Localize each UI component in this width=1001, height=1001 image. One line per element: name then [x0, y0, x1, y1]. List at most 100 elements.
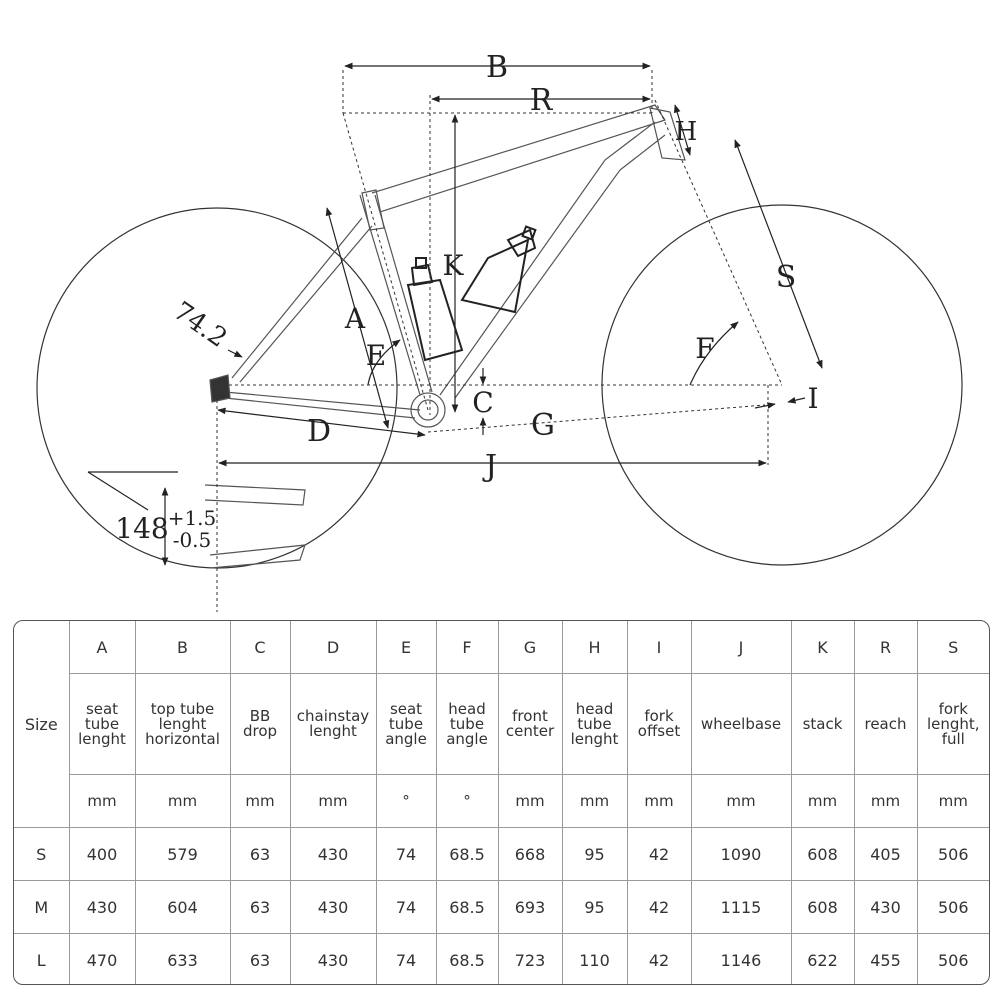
value-cell: 74	[375, 880, 437, 934]
axle-tol-plus: +1.5	[168, 506, 217, 530]
label-j: J	[482, 449, 497, 484]
size-header: Size	[14, 621, 70, 828]
value-cell: 110	[561, 933, 628, 984]
header-letters-row: Size A B C D E F G H I J K R S	[14, 621, 989, 828]
col-name: fork offset	[626, 673, 692, 775]
table-row-m: M 430 604 63 430 74 68.5 693 95 42 1115 …	[14, 880, 989, 934]
col-unit: mm	[853, 774, 918, 828]
col-unit: mm	[229, 774, 291, 828]
value-cell: 430	[289, 827, 377, 881]
value-cell: 42	[626, 933, 692, 984]
col-letter: J	[690, 621, 792, 674]
value-cell: 470	[68, 933, 136, 984]
axle-tol-minus: -0.5	[173, 528, 212, 552]
col-name: head tube angle	[435, 673, 499, 775]
label-s: S	[776, 260, 797, 295]
col-letter: K	[790, 621, 855, 674]
value-cell: 74	[375, 933, 437, 984]
value-cell: 693	[497, 880, 563, 934]
value-cell: 68.5	[435, 880, 499, 934]
value-cell: 608	[790, 880, 855, 934]
col-unit: °	[375, 774, 437, 828]
value-cell: 633	[134, 933, 231, 984]
col-unit: mm	[561, 774, 628, 828]
value-cell: 42	[626, 880, 692, 934]
col-letter: F	[435, 621, 499, 674]
bike-geometry-diagram: B R H K S A E F C I D G J 74.2 148 +1.5 …	[36, 50, 963, 612]
col-letter: H	[561, 621, 628, 674]
col-name: wheelbase	[690, 673, 792, 775]
col-letter: C	[229, 621, 291, 674]
value-cell: 68.5	[435, 933, 499, 984]
col-name: seat tube angle	[375, 673, 437, 775]
label-f: F	[695, 332, 714, 365]
header-units-row: mm mm mm mm ° ° mm mm mm mm mm mm mm	[14, 774, 989, 828]
value-cell: 63	[229, 880, 291, 934]
value-cell: 95	[561, 827, 628, 881]
col-letter: E	[375, 621, 437, 674]
col-unit: mm	[690, 774, 792, 828]
col-unit: mm	[69, 774, 136, 828]
col-letter: R	[853, 621, 918, 674]
col-name: front center	[497, 673, 563, 775]
geometry-table: Size A B C D E F G H I J K R S seat tube…	[13, 620, 990, 985]
value-cell: 506	[916, 880, 989, 934]
table-row-s: S 400 579 63 430 74 68.5 668 95 42 1090 …	[14, 827, 989, 881]
label-g: G	[531, 408, 555, 443]
col-unit: °	[435, 774, 499, 828]
value-cell: 430	[289, 880, 377, 934]
value-cell: 430	[68, 880, 136, 934]
col-unit: mm	[497, 774, 563, 828]
label-e: E	[366, 339, 386, 372]
col-unit: mm	[626, 774, 692, 828]
value-cell: 400	[68, 827, 136, 881]
dimension-arrows	[87, 62, 823, 566]
value-cell: 455	[853, 933, 918, 984]
size-cell: M	[14, 880, 70, 934]
label-c: C	[472, 386, 493, 419]
axle-width-label: 148	[115, 512, 168, 545]
col-unit: mm	[916, 774, 989, 828]
frame-outline	[204, 104, 686, 569]
value-cell: 1090	[690, 827, 792, 881]
col-name: top tube lenght horizontal	[134, 673, 231, 775]
value-cell: 506	[916, 933, 989, 984]
value-cell: 579	[134, 827, 231, 881]
col-letter: B	[134, 621, 231, 674]
col-unit: mm	[289, 774, 377, 828]
label-r: R	[530, 83, 554, 118]
col-letter: D	[289, 621, 377, 674]
value-cell: 430	[853, 880, 918, 934]
value-cell: 622	[790, 933, 855, 984]
value-cell: 1146	[690, 933, 792, 984]
value-cell: 42	[626, 827, 692, 881]
value-cell: 95	[561, 880, 628, 934]
value-cell: 608	[790, 827, 855, 881]
col-name: stack	[790, 673, 855, 775]
col-name: BB drop	[229, 673, 291, 775]
bottle-cage-down-tube	[460, 225, 537, 314]
label-b: B	[486, 50, 508, 85]
size-cell: S	[14, 827, 70, 881]
value-cell: 63	[229, 827, 291, 881]
col-letter: G	[497, 621, 563, 674]
label-h: H	[675, 117, 698, 147]
col-letter: A	[68, 621, 136, 674]
col-name: head tube lenght	[561, 673, 628, 775]
label-i: I	[807, 382, 818, 415]
value-cell: 74	[375, 827, 437, 881]
label-d: D	[307, 414, 331, 449]
col-name: reach	[853, 673, 918, 775]
value-cell: 405	[853, 827, 918, 881]
col-name: chainstay lenght	[289, 673, 377, 775]
size-cell: L	[14, 933, 70, 984]
value-cell: 430	[289, 933, 377, 984]
value-cell: 723	[497, 933, 563, 984]
value-cell: 506	[916, 827, 989, 881]
table-row-l: L 470 633 63 430 74 68.5 723 110 42 1146…	[14, 933, 989, 984]
label-a: A	[344, 302, 366, 335]
seat-angle-label: 74.2	[168, 296, 233, 354]
col-unit: mm	[790, 774, 855, 828]
bottle-cage-seat-tube	[406, 257, 464, 362]
label-k: K	[443, 249, 465, 282]
